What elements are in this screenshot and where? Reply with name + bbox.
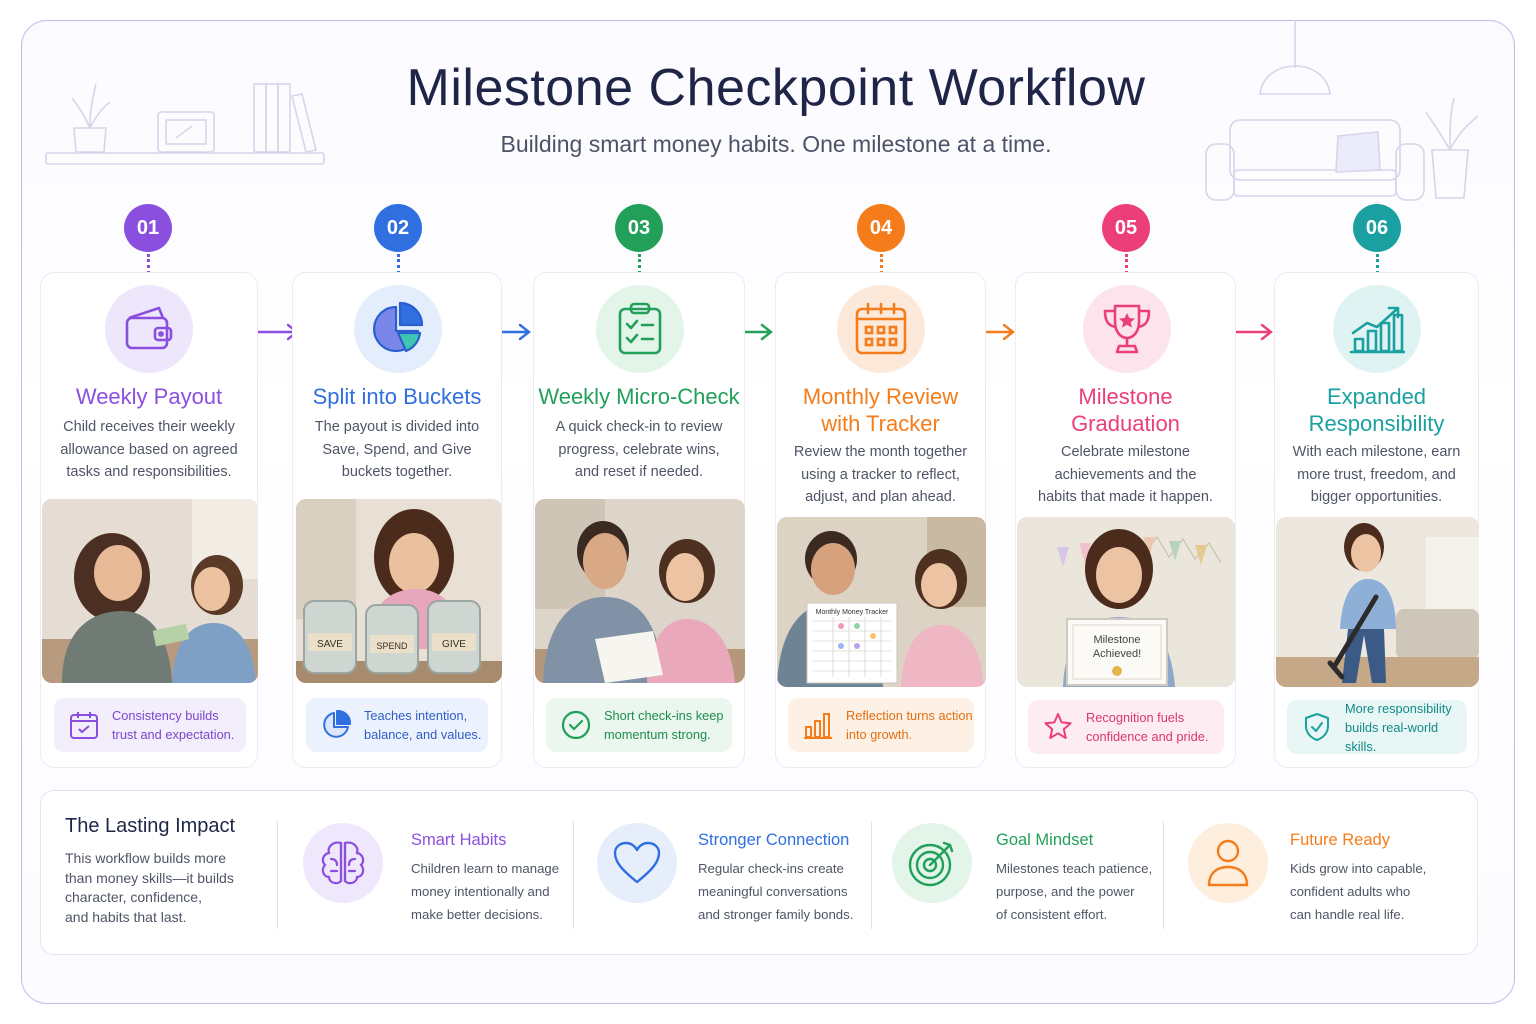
impact-item-title: Stronger Connection [698,831,850,849]
svg-text:SPEND: SPEND [376,641,408,651]
step-card-split-into-buckets: Split into Buckets The payout is divided… [292,272,502,768]
step-connector [880,254,883,274]
step-connector [638,254,641,274]
divider [1163,821,1164,929]
divider [573,821,574,929]
photo-father-and-daughter-with-tracker: Monthly Money Tracker [777,517,986,687]
lasting-impact-panel: The Lasting Impact This workflow builds … [40,790,1478,955]
arrow-right-icon [1230,323,1273,341]
step-title: Split into Buckets [312,384,482,409]
shield-check-icon [1299,709,1335,745]
impact-item-description: Kids grow into capable,confident adults … [1290,861,1427,922]
shelf-illustration [45,83,325,165]
brain-icon [303,823,383,903]
impact-item-description: Milestones teach patience,purpose, and t… [996,861,1153,922]
impact-item-title: Future Ready [1290,831,1390,849]
svg-text:Milestone: Milestone [1093,634,1140,646]
pie-chart-icon [354,285,442,373]
step-connector [397,254,400,274]
growth-chart-icon [1333,285,1421,373]
clipboard-check-icon [596,285,684,373]
couch-illustration [1205,20,1479,201]
step-number-badge: 03 [615,204,663,252]
calendar-icon [837,285,925,373]
svg-text:GIVE: GIVE [442,639,466,650]
impact-title: The Lasting Impact [65,815,236,837]
svg-text:Monthly Money Tracker: Monthly Money Tracker [816,609,889,616]
step-number-badge: 02 [374,204,422,252]
page-subtitle: Building smart money habits. One milesto… [500,131,1052,157]
divider [871,821,872,929]
step-number-badge: 05 [1102,204,1150,252]
target-icon [892,823,972,903]
step-connector [1125,254,1128,274]
photo-girl-holding-certificate: Milestone Achieved! [1017,517,1235,687]
pie-chart-icon [318,707,354,743]
bar-chart-icon [800,707,836,743]
step-title: Weekly Payout [75,384,223,409]
wallet-icon [105,285,193,373]
check-circle-icon [558,707,594,743]
step-card-weekly-payout: Weekly Payout Child receives their weekl… [40,272,258,768]
divider [277,821,278,929]
heart-icon [597,823,677,903]
calendar-check-icon [66,707,102,743]
step-number-badge: 01 [124,204,172,252]
svg-text:SAVE: SAVE [317,639,343,650]
step-card-weekly-micro-check: Weekly Micro-Check A quick check-in to r… [533,272,745,768]
step-number-badge: 06 [1353,204,1401,252]
impact-item-title: Smart Habits [411,831,507,849]
step-number-badge: 04 [857,204,905,252]
svg-text:Achieved!: Achieved! [1093,648,1141,660]
step-connector [1376,254,1379,274]
photo-girl-vacuuming [1276,517,1479,687]
tip-box: Teaches intention,balance, and values. [306,698,488,752]
step-title: Weekly Micro-Check [538,384,740,409]
photo-girl-with-jars: SAVE SPEND GIVE [296,499,502,683]
impact-item-title: Goal Mindset [996,831,1094,849]
step-connector [147,254,150,274]
person-icon [1188,823,1268,903]
page-title: Milestone Checkpoint Workflow [406,59,1146,117]
photo-father-and-daughter-reviewing [535,499,745,683]
star-icon [1040,709,1076,745]
photo-mother-and-daughter-exchanging-money [42,499,258,683]
trophy-icon [1083,285,1171,373]
